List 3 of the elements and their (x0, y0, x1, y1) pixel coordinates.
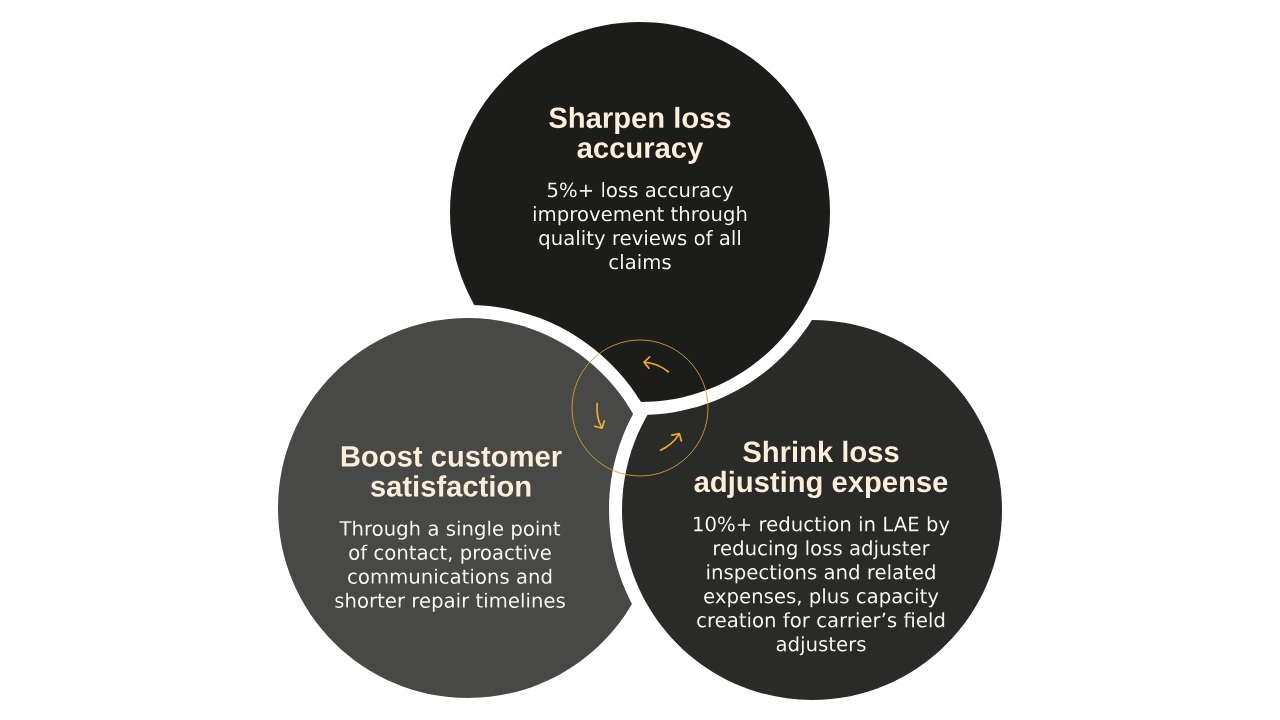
circle-card: Sharpen loss accuracy 5%+ loss accuracy improvement through quality reviews of all claims (450, 22, 830, 402)
circle-card: Boost customer satisfaction Through a single point of contact, proactive communications and shorter repair timelines (278, 318, 658, 698)
circle-card: Shrink loss adjusting expense 10%+ reduction in LAE by reducing loss adjuster inspections and related expenses, plus capacity creation for carrier’s field adjusters (622, 320, 1002, 700)
